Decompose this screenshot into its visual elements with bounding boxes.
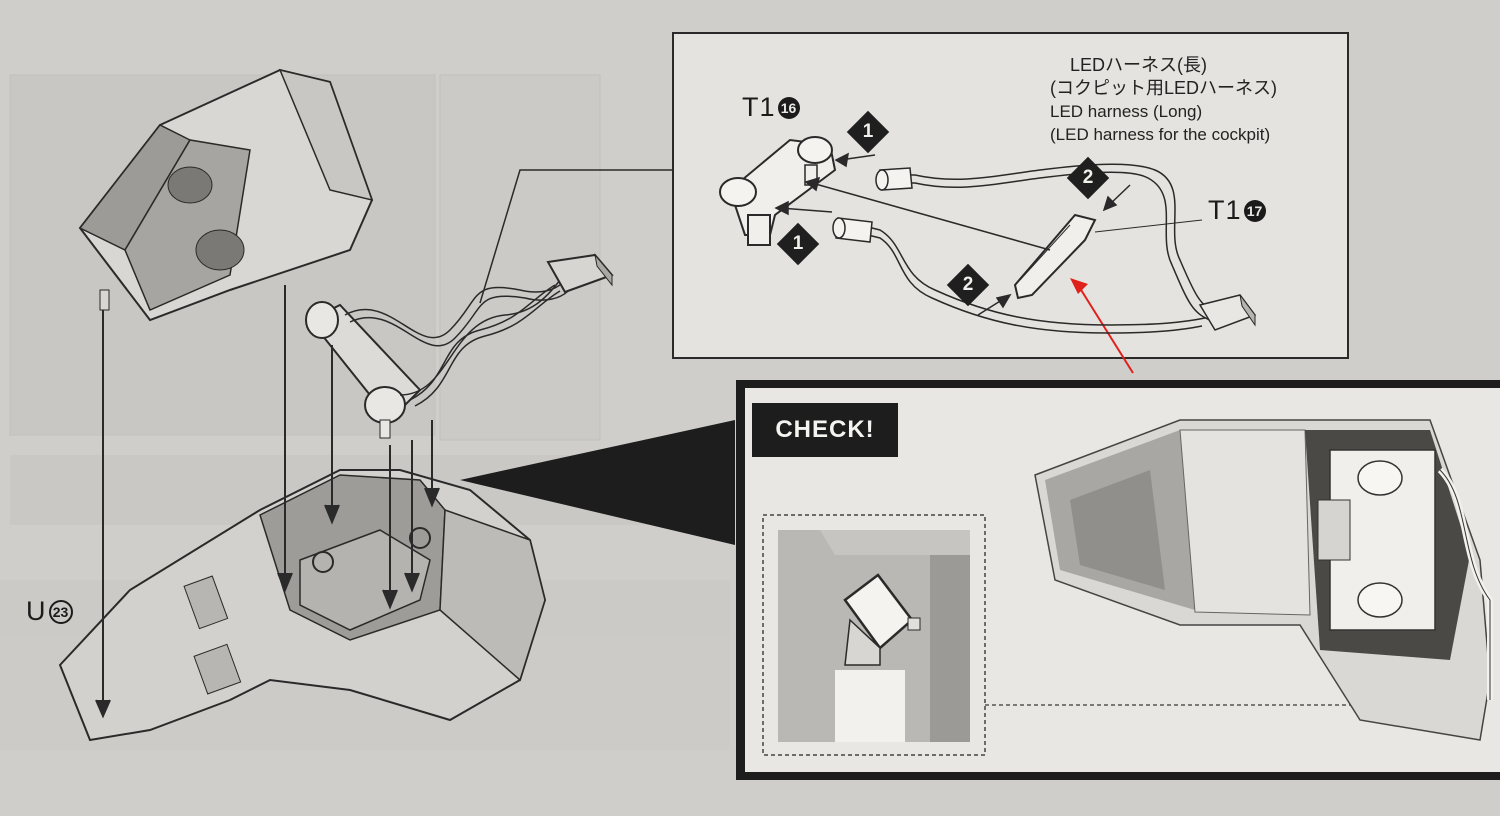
led-wires	[344, 261, 574, 407]
red-annotation-arrow	[1070, 278, 1134, 374]
part-label-number: 17	[1243, 200, 1266, 222]
check-inset-photo	[762, 514, 986, 756]
detail-led-harness	[859, 163, 1216, 334]
detail-clip-t1-17	[1013, 213, 1097, 300]
harness-caption: LEDハーネス(長) (コクピット用LEDハーネス) LED harness (…	[1050, 54, 1277, 146]
check-callout-wedge	[460, 420, 735, 545]
harness-caption-en-2: (LED harness for the cockpit)	[1050, 125, 1271, 144]
part-label-number: 16	[777, 97, 800, 119]
step-marker-2-top: 2	[1066, 156, 1110, 200]
cockpit-hull-part	[58, 469, 547, 742]
detail-arrows	[774, 152, 1131, 316]
inset-pointer-line	[985, 642, 1391, 706]
assembly-arrows	[95, 285, 440, 719]
check-badge: CHECK!	[752, 403, 898, 457]
harness-caption-jp-1: LEDハーネス(長)	[1070, 55, 1208, 75]
part-label-prefix: T1	[742, 92, 776, 122]
check-cockpit-photo	[1034, 419, 1493, 741]
t1-17-leader	[1094, 219, 1203, 233]
step-number: 2	[1082, 167, 1094, 188]
step-marker-1-bottom: 1	[776, 222, 820, 266]
harness-caption-jp-2: (コクピット用LEDハーネス)	[1050, 78, 1278, 98]
detail-bracket-t1-16	[719, 136, 837, 246]
step-number: 2	[962, 274, 974, 295]
harness-connector	[546, 253, 614, 294]
part-label-prefix: U	[26, 596, 47, 626]
detail-led-bulbs	[832, 167, 913, 243]
step-number: 1	[792, 233, 804, 254]
harness-caption-en-1: LED harness (Long)	[1050, 102, 1203, 121]
step-marker-1-top: 1	[846, 110, 890, 154]
callout-line	[479, 169, 673, 304]
step-marker-2-bottom: 2	[946, 263, 990, 307]
step-number: 1	[862, 121, 874, 142]
detail-connector	[1198, 294, 1257, 331]
part-label-number: 23	[48, 600, 73, 624]
part-label-prefix: T1	[1208, 195, 1242, 225]
cockpit-canopy-part	[78, 68, 374, 322]
